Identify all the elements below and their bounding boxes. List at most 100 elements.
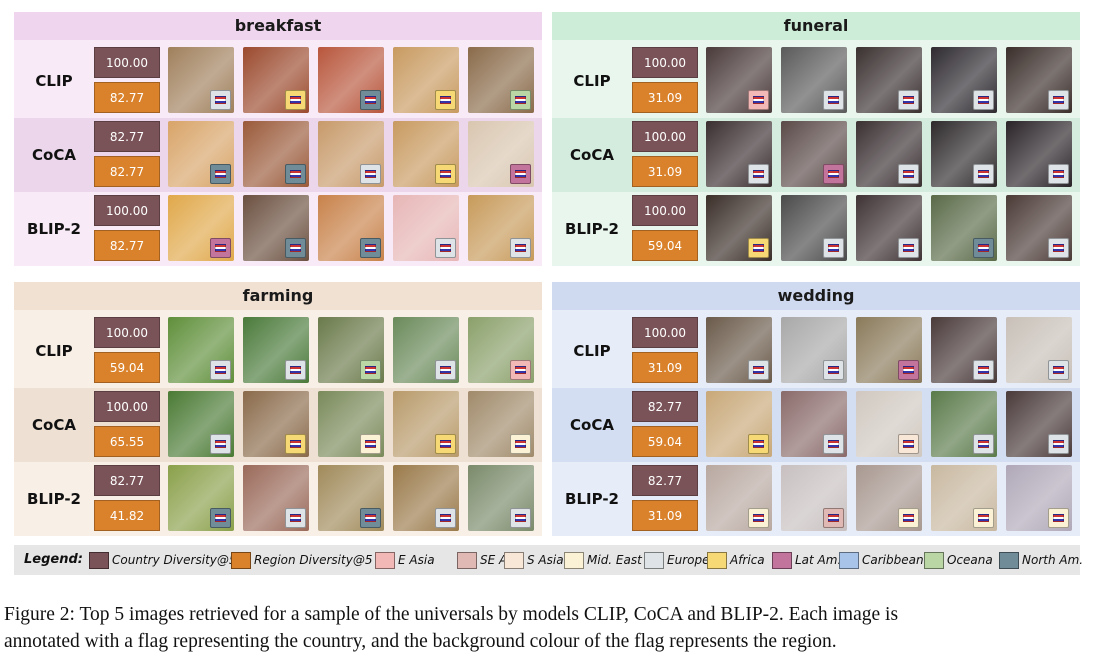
flag-mark xyxy=(903,244,914,252)
region-diversity-score: 82.77 xyxy=(94,82,160,113)
country-flag-icon xyxy=(973,360,994,380)
country-flag-icon xyxy=(510,508,531,528)
country-flag-icon xyxy=(435,434,456,454)
country-flag-icon xyxy=(360,238,381,258)
country-flag-icon xyxy=(210,164,231,184)
flag-mark xyxy=(753,244,764,252)
country-diversity-score: 82.77 xyxy=(94,121,160,152)
retrieved-image xyxy=(318,465,384,531)
retrieved-image xyxy=(1006,465,1072,531)
retrieved-image xyxy=(168,47,234,113)
country-flag-icon xyxy=(435,164,456,184)
legend-swatch xyxy=(772,552,792,569)
retrieved-image xyxy=(243,317,309,383)
country-flag-icon xyxy=(823,164,844,184)
country-flag-icon xyxy=(360,360,381,380)
flag-mark xyxy=(365,244,376,252)
retrieved-image xyxy=(393,195,459,261)
model-label: CLIP xyxy=(573,72,611,90)
region-diversity-score: 82.77 xyxy=(94,230,160,261)
flag-mark xyxy=(365,96,376,104)
retrieved-image xyxy=(931,47,997,113)
country-diversity-score: 100.00 xyxy=(94,317,160,348)
retrieved-image xyxy=(706,195,772,261)
flag-mark xyxy=(1053,366,1064,374)
country-flag-icon xyxy=(360,90,381,110)
model-row: BLIP-2 82.77 41.82 xyxy=(14,462,542,536)
retrieved-image xyxy=(706,391,772,457)
flag-mark xyxy=(978,244,989,252)
retrieved-image xyxy=(393,47,459,113)
country-flag-icon xyxy=(898,360,919,380)
country-flag-icon xyxy=(285,508,306,528)
legend-swatch xyxy=(564,552,584,569)
model-label: BLIP-2 xyxy=(27,490,81,508)
flag-mark xyxy=(1053,244,1064,252)
country-flag-icon xyxy=(510,164,531,184)
model-label: CLIP xyxy=(35,342,73,360)
retrieved-image xyxy=(706,121,772,187)
legend-swatch xyxy=(839,552,859,569)
flag-mark xyxy=(978,440,989,448)
legend-swatch xyxy=(924,552,944,569)
retrieved-image xyxy=(1006,195,1072,261)
flag-mark xyxy=(903,366,914,374)
flag-mark xyxy=(1053,170,1064,178)
model-label: CoCA xyxy=(32,146,76,164)
country-flag-icon xyxy=(360,434,381,454)
retrieved-image xyxy=(393,317,459,383)
region-diversity-score: 41.82 xyxy=(94,500,160,531)
retrieved-image xyxy=(318,195,384,261)
country-flag-icon xyxy=(973,508,994,528)
flag-mark xyxy=(753,440,764,448)
country-diversity-score: 100.00 xyxy=(94,47,160,78)
flag-mark xyxy=(440,170,451,178)
flag-mark xyxy=(365,440,376,448)
flag-mark xyxy=(290,440,301,448)
region-diversity-score: 31.09 xyxy=(632,352,698,383)
country-flag-icon xyxy=(510,238,531,258)
country-flag-icon xyxy=(748,238,769,258)
country-diversity-score: 82.77 xyxy=(94,465,160,496)
flag-mark xyxy=(440,514,451,522)
panel-title: funeral xyxy=(552,12,1080,40)
flag-mark xyxy=(978,170,989,178)
retrieved-image xyxy=(168,317,234,383)
flag-mark xyxy=(515,440,526,448)
flag-mark xyxy=(515,96,526,104)
retrieved-image xyxy=(856,391,922,457)
retrieved-image xyxy=(393,465,459,531)
region-diversity-score: 59.04 xyxy=(94,352,160,383)
legend-swatch xyxy=(644,552,664,569)
retrieved-image xyxy=(168,195,234,261)
flag-mark xyxy=(828,514,839,522)
retrieved-image xyxy=(781,47,847,113)
flag-mark xyxy=(515,366,526,374)
country-flag-icon xyxy=(973,434,994,454)
flag-mark xyxy=(753,96,764,104)
legend-label: Africa xyxy=(730,553,765,567)
retrieved-image xyxy=(243,465,309,531)
retrieved-image xyxy=(706,465,772,531)
retrieved-image xyxy=(706,317,772,383)
flag-mark xyxy=(365,366,376,374)
model-label: CoCA xyxy=(570,146,614,164)
country-diversity-score: 100.00 xyxy=(632,47,698,78)
country-diversity-score: 82.77 xyxy=(632,465,698,496)
legend-label: Mid. East xyxy=(587,553,642,567)
flag-mark xyxy=(903,96,914,104)
retrieved-image xyxy=(168,121,234,187)
country-flag-icon xyxy=(973,164,994,184)
retrieved-image xyxy=(781,121,847,187)
flag-mark xyxy=(978,514,989,522)
flag-mark xyxy=(828,170,839,178)
retrieved-image xyxy=(931,121,997,187)
retrieved-image xyxy=(318,47,384,113)
